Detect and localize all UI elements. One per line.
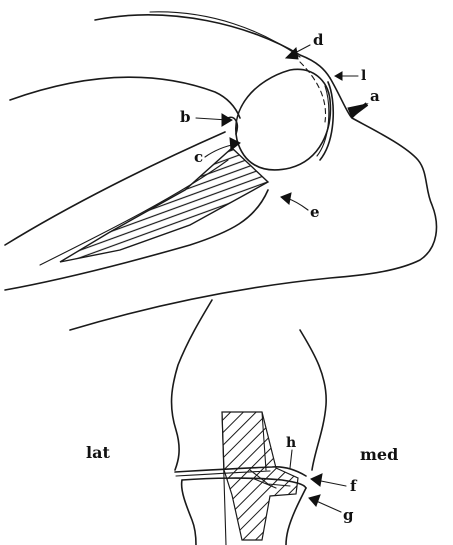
- right-body-outline: [70, 78, 436, 330]
- glenoid-rim-inner: [317, 86, 329, 156]
- humeral-head: [236, 69, 331, 170]
- label-c: c: [194, 148, 203, 166]
- label-e: e: [310, 203, 320, 221]
- arrow-b-head: [222, 114, 232, 126]
- label-med: med: [360, 445, 398, 464]
- arrow-l-head: [335, 72, 342, 80]
- label-a: a: [370, 87, 380, 105]
- arrow-h: [290, 450, 292, 468]
- hatched-region-upper: [60, 148, 268, 262]
- scapula-shaft-upper: [10, 77, 240, 118]
- scapula-upper-inner-line: [150, 12, 300, 57]
- tibia-left: [182, 480, 196, 545]
- label-d: d: [313, 31, 324, 49]
- label-f: f: [350, 477, 358, 495]
- label-lat: lat: [86, 443, 110, 462]
- arrow-e-head: [281, 193, 291, 204]
- femur-outline-right: [300, 330, 326, 470]
- arrow-c-head: [230, 138, 240, 150]
- hatched-column: [222, 412, 298, 540]
- upper-shoulder-view: [5, 12, 436, 330]
- tibia-right: [286, 488, 306, 545]
- label-l: l: [361, 68, 366, 84]
- label-g: g: [343, 506, 354, 524]
- femur-outline: [172, 300, 212, 470]
- arrow-f-head: [311, 474, 322, 486]
- scapula-upper-outline: [95, 15, 330, 78]
- label-b: b: [180, 108, 191, 126]
- lower-knee-view: [172, 300, 327, 545]
- label-h: h: [286, 435, 296, 451]
- dashed-line: [300, 62, 326, 122]
- arrow-g-head: [309, 495, 320, 506]
